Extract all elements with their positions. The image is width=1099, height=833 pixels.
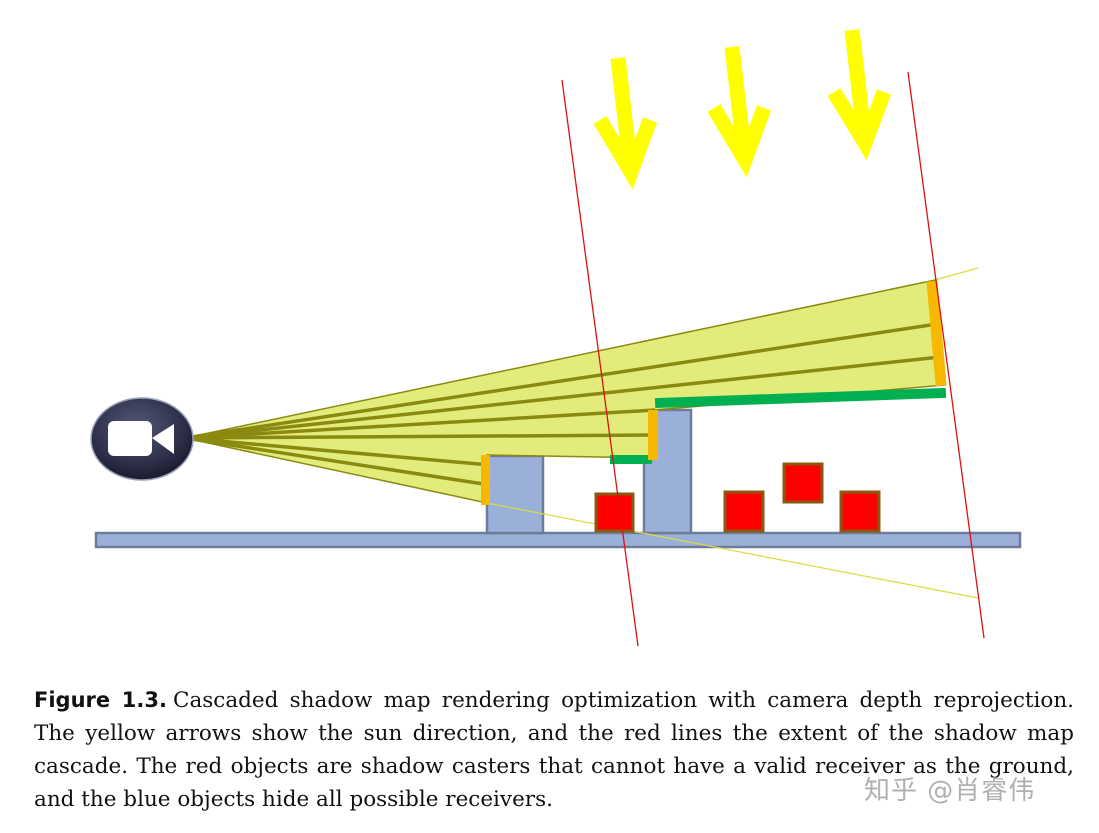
figure-label: Figure 1.3. bbox=[34, 688, 167, 712]
arrow-down-icon bbox=[827, 29, 892, 161]
cascade-extent-left bbox=[561, 79, 639, 647]
receiver-marker-left bbox=[481, 455, 490, 505]
caster-2 bbox=[723, 490, 765, 533]
caster-3 bbox=[782, 462, 824, 504]
frustum-upper-extension bbox=[934, 267, 979, 281]
occluder-top-large bbox=[654, 387, 947, 409]
frustum-rays bbox=[184, 322, 941, 487]
figure-caption: Figure 1.3.Cascaded shadow map rendering… bbox=[34, 684, 1074, 816]
frustum-lower-extension bbox=[486, 502, 979, 599]
sun-arrows bbox=[593, 29, 892, 190]
caster-1 bbox=[594, 492, 635, 533]
arrow-down-icon bbox=[707, 46, 772, 178]
blocker-left bbox=[485, 454, 545, 535]
shadow-casters bbox=[594, 462, 881, 533]
watermark: 知乎 @肖睿伟 bbox=[864, 776, 1036, 806]
figure-caption-text: Cascaded shadow map rendering optimizati… bbox=[34, 688, 1074, 812]
ground-plane bbox=[94, 531, 1022, 549]
shadow-cascade-diagram bbox=[90, 29, 1022, 647]
arrow-down-icon bbox=[593, 57, 658, 190]
caster-4 bbox=[839, 490, 881, 533]
video-camera-icon bbox=[90, 397, 194, 481]
receiver-marker-right bbox=[926, 280, 947, 387]
occluder-top-small bbox=[610, 455, 652, 464]
receiver-marker-middle bbox=[648, 410, 658, 460]
camera-frustum bbox=[184, 279, 946, 504]
cascade-extent-right bbox=[907, 71, 985, 639]
